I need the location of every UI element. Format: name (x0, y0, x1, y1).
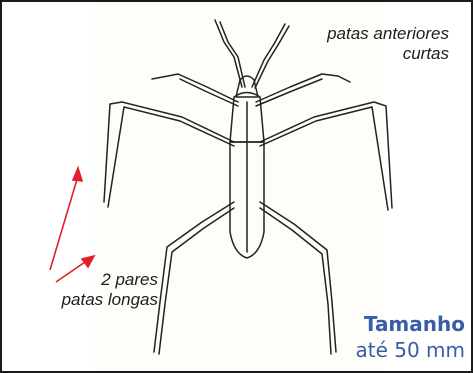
arrowhead-middle-leg (73, 168, 82, 181)
long-legs-label-line1: 2 pares (10, 270, 158, 290)
front-legs-label-line2: curtas (327, 44, 449, 64)
front-legs-label: patas anteriores curtas (327, 24, 449, 64)
size-value: até 50 mm (355, 337, 465, 363)
long-legs-label-line2: patas longas (10, 290, 158, 310)
front-legs-label-line1: patas anteriores (327, 24, 449, 44)
size-info: Tamanho até 50 mm (355, 311, 465, 363)
long-legs-label: 2 pares patas longas (10, 270, 158, 310)
size-title: Tamanho (355, 311, 465, 337)
arrow-to-middle-leg (50, 176, 78, 270)
arrowhead-hind-leg (82, 256, 94, 267)
